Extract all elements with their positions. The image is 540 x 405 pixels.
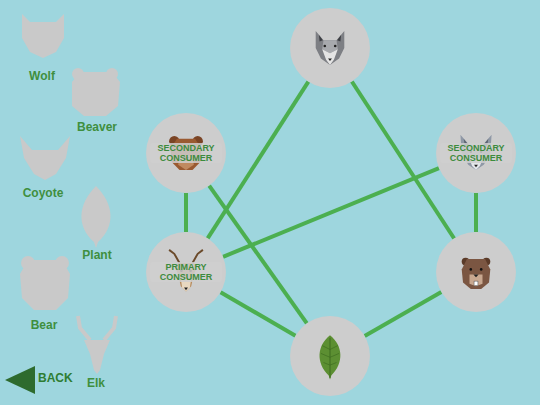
species-label: Beaver bbox=[77, 120, 117, 134]
trophic-level-label: SECONDARY CONSUMER bbox=[150, 143, 222, 163]
species-label: Bear bbox=[31, 318, 58, 332]
back-button-label: BACK bbox=[38, 371, 73, 385]
node-circle bbox=[436, 232, 516, 312]
back-arrow bbox=[5, 366, 35, 394]
food-web-node: SECONDARY CONSUMER bbox=[146, 113, 226, 193]
food-link bbox=[476, 193, 477, 232]
food-link bbox=[186, 193, 187, 232]
trophic-level-label: PRIMARY CONSUMER bbox=[150, 262, 222, 282]
food-web-node bbox=[290, 316, 370, 396]
food-web-node bbox=[436, 232, 516, 312]
species-label: Elk bbox=[87, 376, 105, 390]
silhouettes bbox=[20, 14, 120, 374]
food-link bbox=[221, 292, 296, 336]
food-web-node: SECONDARY CONSUMER bbox=[436, 113, 516, 193]
species-label: Wolf bbox=[29, 69, 55, 83]
food-web-node: PRIMARY CONSUMER bbox=[146, 232, 226, 312]
trophic-level-label: SECONDARY CONSUMER bbox=[440, 143, 512, 163]
species-label: Plant bbox=[82, 248, 111, 262]
species-label: Coyote bbox=[23, 186, 64, 200]
node-circle bbox=[290, 8, 370, 88]
food-web-node bbox=[290, 8, 370, 88]
food-link bbox=[365, 292, 442, 336]
node-circle bbox=[290, 316, 370, 396]
food-link bbox=[223, 168, 439, 257]
